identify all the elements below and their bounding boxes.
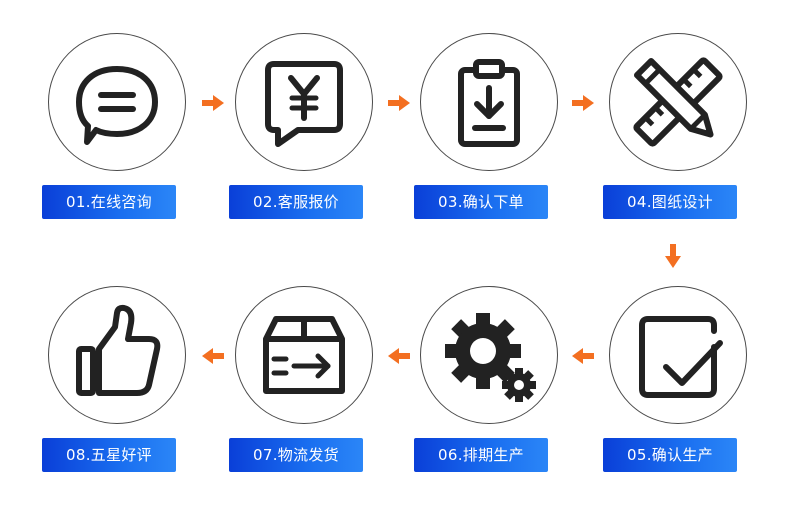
step-circle <box>48 286 186 424</box>
yen-quote-icon <box>265 61 343 147</box>
step-label: 06.排期生产 <box>414 438 548 472</box>
step-circle <box>235 33 373 171</box>
chat-bubble-icon <box>76 66 158 145</box>
step-circle <box>609 286 747 424</box>
flow-arrow-right <box>572 95 594 111</box>
pencil-ruler-icon <box>633 57 723 147</box>
flow-arrow-right <box>202 95 224 111</box>
checkbox-icon <box>639 316 723 398</box>
gears-icon <box>445 313 536 402</box>
step-label: 05.确认生产 <box>603 438 737 472</box>
step-circle <box>48 33 186 171</box>
flow-arrow-left <box>202 348 224 364</box>
flow-arrow-left <box>388 348 410 364</box>
clipboard-download-icon <box>458 59 520 147</box>
flow-arrow-down <box>665 244 681 268</box>
step-circle <box>235 286 373 424</box>
step-label: 01.在线咨询 <box>42 185 176 219</box>
flow-arrow-right <box>388 95 410 111</box>
step-label: 03.确认下单 <box>414 185 548 219</box>
step-label: 04.图纸设计 <box>603 185 737 219</box>
step-label: 08.五星好评 <box>42 438 176 472</box>
shipping-box-icon <box>263 316 345 394</box>
flow-arrow-left <box>572 348 594 364</box>
thumbs-up-icon <box>76 304 161 396</box>
step-label: 02.客服报价 <box>229 185 363 219</box>
step-label: 07.物流发货 <box>229 438 363 472</box>
step-circle <box>420 286 558 424</box>
step-circle <box>420 33 558 171</box>
step-circle <box>609 33 747 171</box>
